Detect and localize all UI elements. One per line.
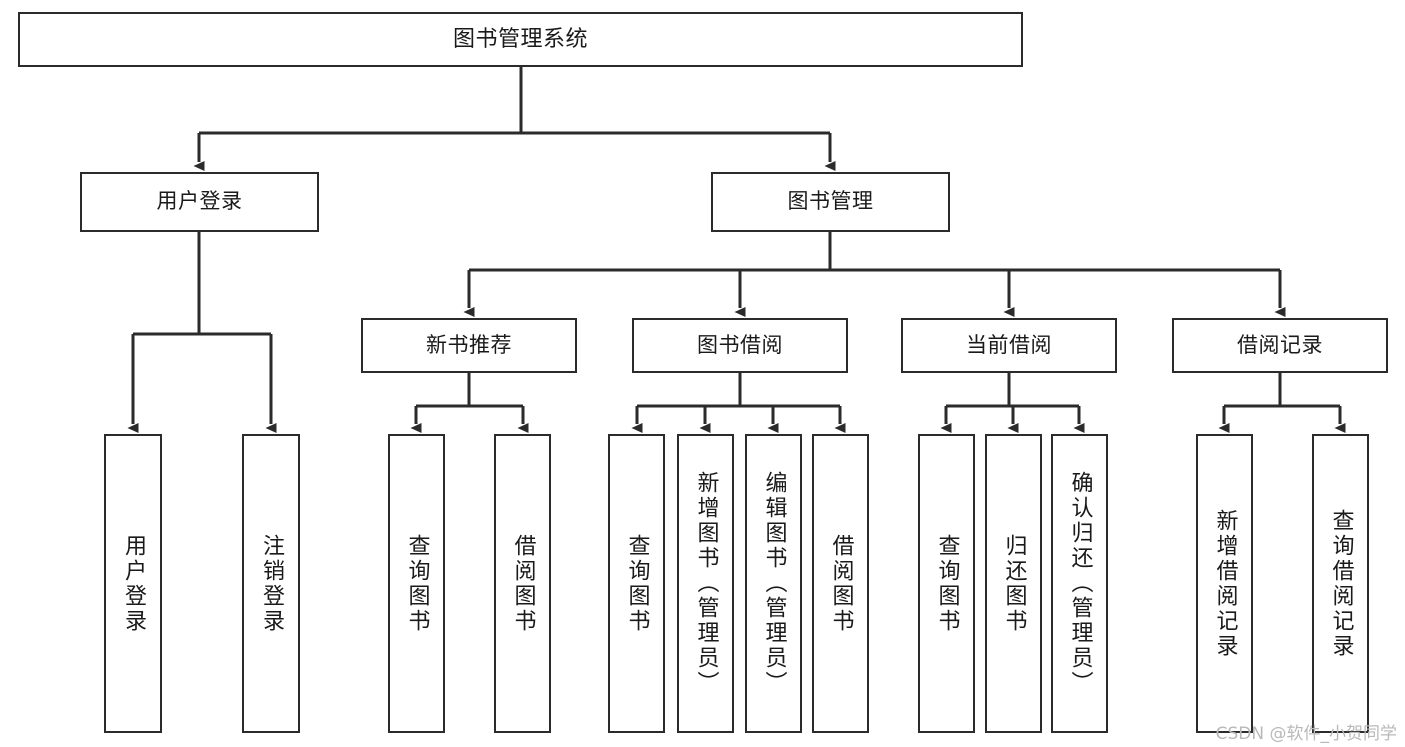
node-label: 用户登录 — [121, 533, 146, 634]
leaf-current-borrow-return[interactable]: 归还图书 — [985, 434, 1042, 733]
leaf-book-borrow-query[interactable]: 查询图书 — [608, 434, 665, 733]
csdn-watermark: CSDN @软件_小贺同学 — [1215, 724, 1397, 744]
node-label: 用户登录 — [156, 189, 243, 214]
node-label: 新书推荐 — [426, 332, 512, 357]
node-borrow-record[interactable]: 借阅记录 — [1172, 318, 1388, 373]
leaf-book-borrow-add-admin[interactable]: 新增图书（管理员） — [677, 434, 734, 733]
node-label: 新增图书（管理员） — [693, 471, 719, 696]
leaf-book-borrow-borrow[interactable]: 借阅图书 — [812, 434, 869, 733]
node-current-borrow[interactable]: 当前借阅 — [901, 318, 1117, 373]
node-label: 图书借阅 — [697, 332, 783, 357]
node-label: 图书管理 — [787, 189, 874, 214]
node-label: 图书管理系统 — [452, 26, 588, 52]
leaf-current-borrow-confirm-admin[interactable]: 确认归还（管理员） — [1051, 434, 1108, 733]
leaf-book-borrow-edit-admin[interactable]: 编辑图书（管理员） — [745, 434, 802, 733]
node-label: 借阅记录 — [1237, 332, 1323, 357]
node-label: 当前借阅 — [966, 332, 1052, 357]
node-new-book-recommend[interactable]: 新书推荐 — [361, 318, 577, 373]
node-label: 借阅图书 — [828, 533, 854, 634]
leaf-borrow-record-query[interactable]: 查询借阅记录 — [1312, 434, 1369, 733]
leaf-current-borrow-query[interactable]: 查询图书 — [918, 434, 975, 733]
node-book-management[interactable]: 图书管理 — [711, 172, 950, 232]
leaf-user-login-login[interactable]: 用户登录 — [104, 434, 162, 733]
node-label: 编辑图书（管理员） — [761, 471, 787, 696]
node-label: 查询图书 — [404, 533, 430, 634]
node-label: 借阅图书 — [510, 533, 536, 634]
leaf-borrow-record-add[interactable]: 新增借阅记录 — [1196, 434, 1253, 733]
node-label: 查询图书 — [624, 533, 650, 634]
node-label: 查询图书 — [934, 533, 960, 634]
leaf-new-book-borrow[interactable]: 借阅图书 — [494, 434, 551, 733]
node-label: 注销登录 — [259, 533, 284, 634]
node-label: 确认归还（管理员） — [1067, 471, 1093, 696]
node-label: 查询借阅记录 — [1328, 508, 1354, 659]
node-label: 归还图书 — [1001, 533, 1027, 634]
leaf-new-book-query[interactable]: 查询图书 — [388, 434, 445, 733]
node-book-borrow[interactable]: 图书借阅 — [632, 318, 848, 373]
node-label: 新增借阅记录 — [1212, 508, 1238, 659]
node-root-system[interactable]: 图书管理系统 — [18, 12, 1023, 67]
node-user-login[interactable]: 用户登录 — [80, 172, 319, 232]
leaf-user-login-logout[interactable]: 注销登录 — [242, 434, 300, 733]
